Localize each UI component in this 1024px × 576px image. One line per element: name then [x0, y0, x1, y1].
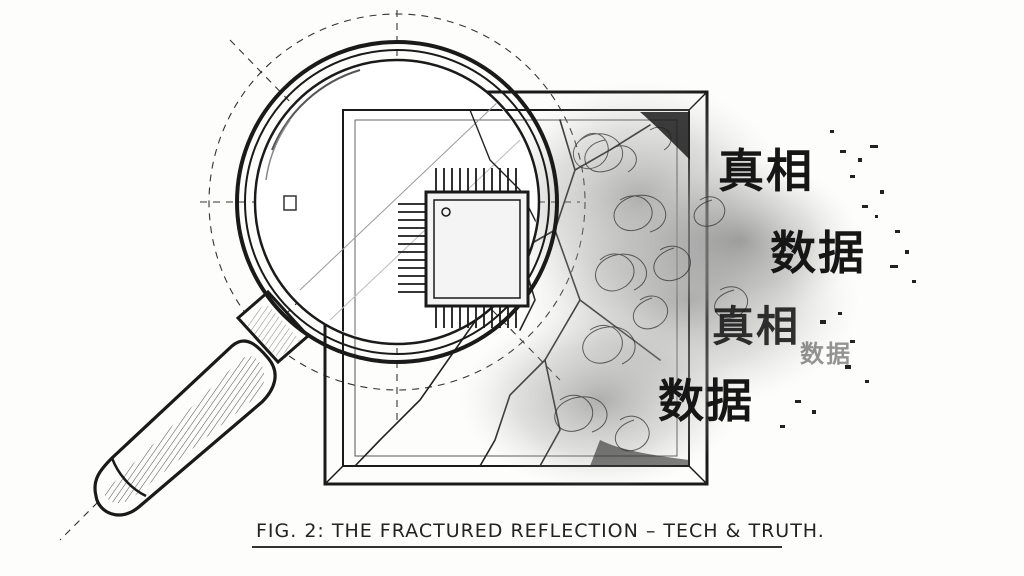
- magnifier-handle: [93, 289, 311, 517]
- glyph-data-1: 数据: [770, 226, 866, 280]
- glyph-truth-1: 真相: [718, 144, 814, 198]
- glyph-truth-2: 真相: [712, 302, 801, 351]
- smoke-cloud: [460, 80, 860, 490]
- microchip-icon: [398, 168, 530, 328]
- figure-caption: FIG. 2: THE FRACTURED REFLECTION – TECH …: [256, 520, 825, 542]
- pixel-particles: [780, 130, 916, 428]
- glyph-data-ghost: 数据: [800, 340, 852, 368]
- caption-underline: [252, 546, 782, 548]
- glyph-data-2: 数据: [658, 374, 754, 428]
